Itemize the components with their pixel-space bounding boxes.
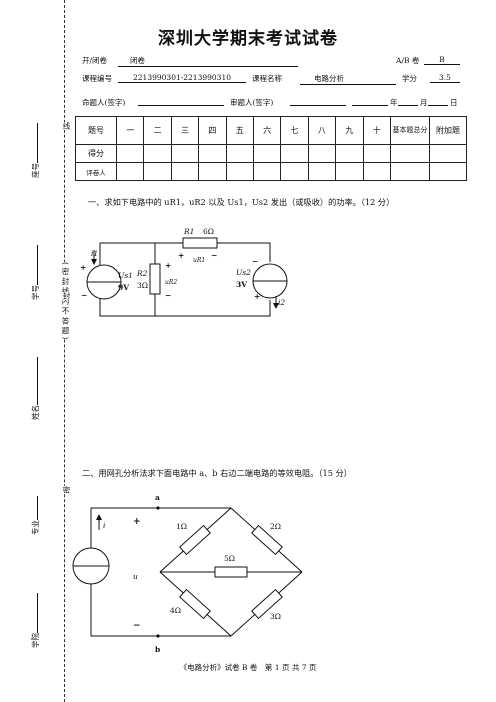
- course-name-label: 课程名称: [252, 74, 282, 83]
- col-header: 八: [307, 116, 337, 145]
- r2-plus: +: [165, 261, 171, 270]
- us1-plus: +: [80, 263, 86, 272]
- wire: [90, 507, 231, 548]
- r-4ohm: [179, 588, 211, 620]
- col-header: 五: [225, 116, 254, 145]
- line-char: 线: [61, 122, 72, 130]
- i1-label: i1: [91, 249, 98, 258]
- mi-char: 密: [61, 486, 72, 494]
- open-closed-label: 开/闭卷: [82, 56, 108, 65]
- r-top-left-label: 1Ω: [176, 522, 187, 531]
- col-header: 附加题: [429, 116, 467, 145]
- col-header: 六: [252, 116, 282, 145]
- ab-value: B: [424, 55, 460, 65]
- terminal-b: [156, 634, 160, 638]
- r1-minus: −: [211, 251, 217, 260]
- minus-sign: −: [133, 621, 141, 631]
- seal-char: 封: [61, 292, 72, 300]
- col-header: 九: [335, 116, 364, 145]
- setter-label: 命题人(签字): [82, 98, 126, 107]
- us1-value: 9V: [118, 283, 129, 292]
- r-5ohm: [214, 566, 248, 578]
- r-1ohm: [179, 524, 211, 556]
- i2-arrowhead: [273, 303, 279, 309]
- month-field[interactable]: [398, 95, 418, 106]
- day-label: 日: [450, 98, 458, 107]
- r-3ohm: [251, 588, 283, 620]
- terminal-a: [156, 506, 160, 510]
- page-footer: 《电路分析》试卷 B 卷 第 1 页 共 7 页: [179, 663, 317, 672]
- credit-label: 学分: [402, 74, 417, 83]
- us2-value: 3V: [236, 280, 247, 289]
- question-1-text: 一、求如下电路中的 uR1，uR2 以及 Us1，Us2 发出（或吸收）的功率。…: [88, 197, 395, 207]
- grader-row: 评卷人: [75, 162, 467, 181]
- i-label: i: [103, 521, 106, 530]
- score-table: 题号 一 二 三 四 五 六 七 八 九 十 基本题总分 附加题 得分 评卷人: [75, 116, 467, 181]
- ab-label: A/B 卷: [396, 56, 420, 65]
- grader-cell[interactable]: [362, 162, 392, 181]
- r-bottom-left-label: 4Ω: [170, 606, 181, 615]
- us2-minus: −: [252, 257, 258, 266]
- plus-sign: +: [133, 517, 141, 527]
- question-2-text: 二、用网孔分析法求下面电路中 a、b 右边二端电路的等效电阻。（15 分）: [82, 468, 352, 478]
- r1-value: 6Ω: [203, 227, 214, 236]
- binding-line: [64, 0, 65, 702]
- r-top-right-label: 2Ω: [270, 522, 281, 531]
- r1-label: R1: [183, 227, 194, 236]
- reviewer-signature-field[interactable]: [290, 95, 346, 106]
- year-field[interactable]: [352, 95, 388, 106]
- credit-value: 3.5: [430, 73, 460, 83]
- ur2-label: uR2: [165, 279, 177, 286]
- year-label: 年: [390, 98, 398, 107]
- b-label: b: [155, 645, 160, 654]
- i2-label: i2: [278, 298, 285, 307]
- course-name-value: 电路分析: [300, 73, 396, 85]
- r1-resistor: [182, 237, 218, 249]
- r1-plus: +: [178, 251, 184, 260]
- r2-label: R2: [136, 269, 148, 278]
- us2-label: Us2: [236, 268, 251, 277]
- seal-notice: ( 密 封 线 内 不 答 题 ): [60, 262, 71, 340]
- grader-cell[interactable]: [429, 162, 467, 181]
- a-label: a: [155, 493, 160, 502]
- exam-title: 深圳大学期末考试试卷: [158, 29, 338, 49]
- day-field[interactable]: [428, 95, 448, 106]
- month-label: 月: [420, 98, 428, 107]
- us1-label: Us1: [118, 271, 133, 280]
- r-2ohm: [251, 524, 283, 556]
- reviewer-label: 审题人(签字): [230, 98, 274, 107]
- r2-value: 3Ω: [137, 281, 148, 290]
- us1-minus: −: [81, 291, 87, 300]
- wire: [100, 242, 271, 262]
- wire: [99, 298, 271, 317]
- us2-plus: +: [254, 292, 260, 301]
- r2-minus: −: [165, 291, 171, 300]
- open-closed-value: 闭卷: [118, 55, 298, 67]
- u-label: u: [133, 572, 138, 581]
- r2-resistor: [149, 263, 161, 295]
- i1-arrowhead: [91, 259, 97, 265]
- r-mid-label: 5Ω: [224, 554, 235, 563]
- r-bottom-right-label: 3Ω: [270, 612, 281, 621]
- col-header: 三: [170, 116, 200, 145]
- i-arrowhead: [96, 514, 102, 520]
- wire: [90, 584, 231, 637]
- course-code-label: 课程编号: [82, 74, 112, 83]
- course-code-value: 2213990301-2213990310: [118, 73, 246, 83]
- ur1-label: uR1: [193, 257, 205, 264]
- setter-signature-field[interactable]: [138, 95, 224, 106]
